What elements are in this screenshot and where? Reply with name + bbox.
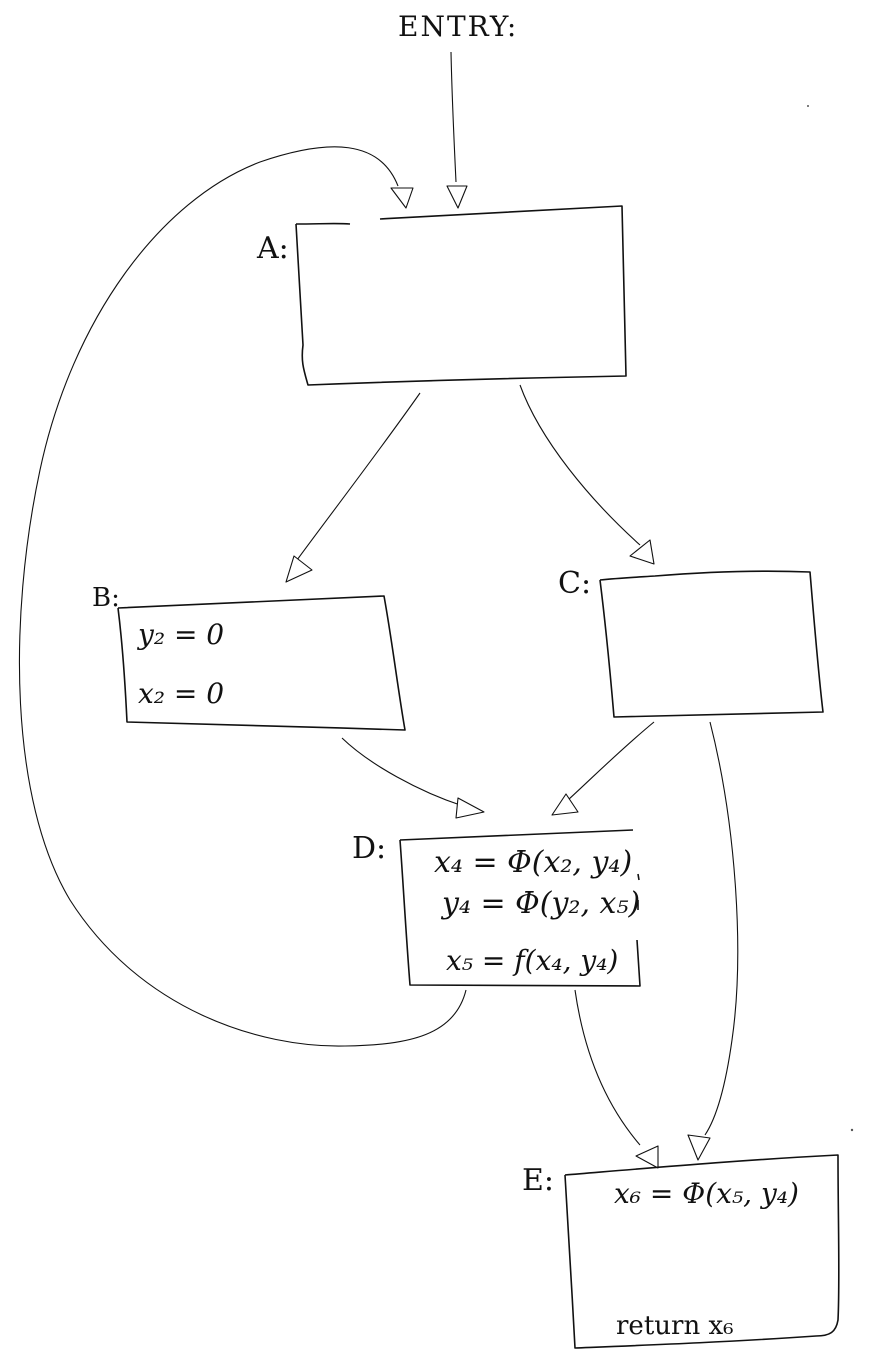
node-c-label: C: — [558, 566, 591, 601]
node-e-line-2: return x₆ — [616, 1311, 734, 1341]
node-a-label: A: — [256, 231, 289, 266]
node-d-line-1: x₄ = Φ(x₂, y₄) — [434, 845, 632, 880]
edge-d-to-e — [574, 989, 659, 1169]
node-d-line-2: y₄ = Φ(y₂, x₅) — [440, 886, 640, 921]
node-b-line-2: x₂ = 0 — [138, 677, 224, 710]
node-e: E: x₆ = Φ(x₅, y₄) return x₆ — [522, 1154, 840, 1349]
node-c: C: — [558, 566, 824, 718]
node-b-line-1: y₂ = 0 — [136, 618, 224, 651]
edge-entry-to-a — [446, 51, 468, 209]
node-d-line-3: x₅ = f(x₄, y₄) — [446, 944, 618, 977]
edge-b-to-d — [341, 737, 485, 819]
edge-c-to-d — [551, 721, 655, 816]
stray-mark — [850, 1128, 854, 1132]
stray-mark — [807, 105, 809, 107]
edge-c-to-e — [687, 721, 739, 1161]
edge-a-to-c — [519, 384, 655, 565]
edge-d-to-a — [18, 146, 467, 1047]
node-b-label: B: — [92, 583, 120, 613]
node-a: A: — [256, 205, 627, 386]
entry-label: ENTRY: — [398, 10, 518, 43]
node-e-label: E: — [522, 1163, 554, 1198]
node-d: D: x₄ = Φ(x₂, y₄) y₄ = Φ(y₂, x₅) x₅ = f(… — [352, 829, 641, 987]
node-d-label: D: — [352, 831, 386, 866]
node-b: B: y₂ = 0 x₂ = 0 — [92, 583, 406, 731]
node-e-line-1: x₆ = Φ(x₅, y₄) — [614, 1177, 799, 1210]
edge-a-to-b — [285, 392, 421, 583]
